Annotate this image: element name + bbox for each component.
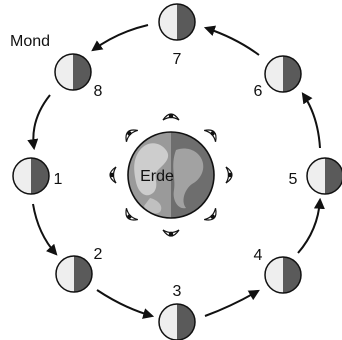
moon-outline bbox=[55, 255, 93, 293]
moon-outline bbox=[264, 55, 302, 93]
moon-6: 6 bbox=[254, 55, 302, 100]
moon-lit-half bbox=[55, 54, 73, 90]
orbit-arrow bbox=[297, 197, 325, 254]
eye-icon bbox=[109, 166, 117, 184]
moon-4: 4 bbox=[254, 247, 302, 294]
orbit-arrow bbox=[204, 289, 260, 317]
moon-dark-half bbox=[73, 54, 91, 90]
moon-number-label: 4 bbox=[254, 247, 263, 264]
eye-icon bbox=[225, 166, 233, 184]
moon-number-label: 1 bbox=[54, 171, 63, 188]
moon-dark-half bbox=[283, 257, 301, 293]
moon-lit-half bbox=[159, 4, 177, 40]
moon-outline bbox=[264, 256, 302, 294]
orbit-arrows bbox=[27, 24, 325, 319]
eye-icon bbox=[162, 229, 180, 237]
moon-dark-half bbox=[177, 4, 195, 40]
earth-label: Erde bbox=[140, 168, 174, 185]
moon-dark-half bbox=[74, 256, 92, 292]
eye-icon bbox=[125, 208, 138, 221]
moon-outline bbox=[306, 157, 342, 195]
moon-outline bbox=[158, 3, 196, 41]
orbit-arrow bbox=[91, 24, 149, 52]
moon-2: 2 bbox=[55, 246, 103, 293]
eye-icon bbox=[125, 129, 138, 142]
moon-number-label: 3 bbox=[173, 283, 182, 300]
moon-number-label: 6 bbox=[254, 83, 263, 100]
moon-lit-half bbox=[159, 304, 177, 340]
orbit-arrow bbox=[301, 92, 321, 149]
orbit-arrow bbox=[203, 25, 260, 56]
eye-icon bbox=[162, 113, 180, 121]
moon-dark-half bbox=[325, 158, 342, 194]
moon-number-label: 7 bbox=[173, 51, 182, 68]
orbit-arrow bbox=[32, 203, 58, 256]
moon-lit-half bbox=[307, 158, 325, 194]
earth-continent bbox=[144, 198, 162, 214]
moon-lit-half bbox=[13, 158, 31, 194]
moon-number-label: 8 bbox=[94, 83, 103, 100]
orbit-arrow bbox=[96, 289, 155, 319]
moon-8: 8 bbox=[54, 53, 103, 100]
observers bbox=[109, 113, 233, 237]
moon-dark-half bbox=[31, 158, 49, 194]
moon-outline bbox=[12, 157, 50, 195]
earth: Erde bbox=[127, 131, 215, 219]
moon-outline bbox=[54, 53, 92, 91]
moon-title: Mond bbox=[10, 33, 50, 50]
eye-icon bbox=[204, 129, 217, 142]
eye-icon bbox=[204, 208, 217, 221]
moon-5: 5 bbox=[289, 157, 342, 195]
moon-dark-half bbox=[283, 56, 301, 92]
moon-lit-half bbox=[265, 257, 283, 293]
moon-3: 3 bbox=[158, 283, 196, 340]
moon-1: 1 bbox=[12, 157, 63, 195]
moon-lit-half bbox=[265, 56, 283, 92]
moon-lit-half bbox=[56, 256, 74, 292]
earth-continent bbox=[134, 143, 169, 196]
earth-continent bbox=[173, 148, 204, 209]
moons: 1 2 3 4 5 6 7 8 bbox=[12, 3, 342, 340]
moon-number-label: 5 bbox=[289, 171, 298, 188]
moon-dark-half bbox=[177, 304, 195, 340]
orbit-arrow bbox=[27, 94, 51, 151]
moon-7: 7 bbox=[158, 3, 196, 68]
moon-number-label: 2 bbox=[94, 246, 103, 263]
moon-outline bbox=[158, 303, 196, 340]
